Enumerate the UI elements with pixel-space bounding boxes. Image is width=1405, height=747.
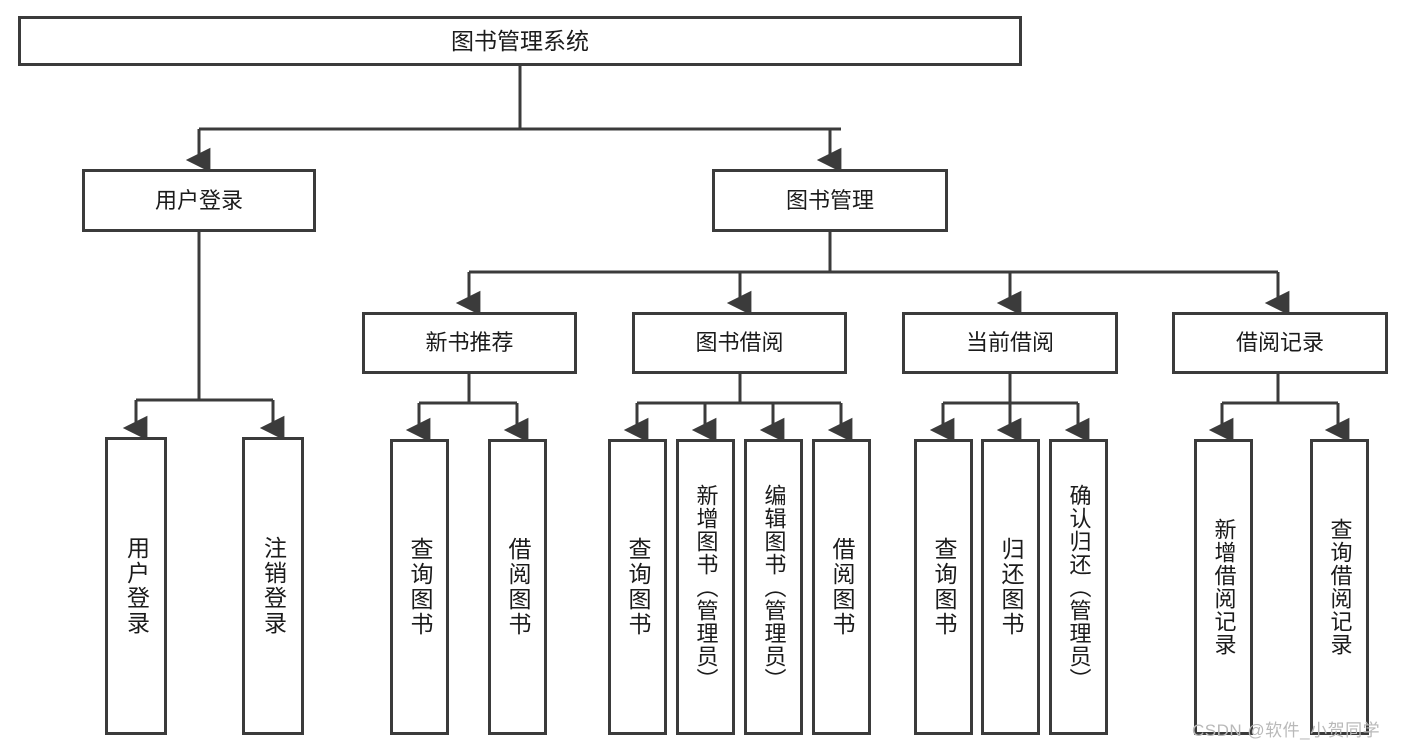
csdn-watermark: CSDN @软件_小贺同学	[1192, 721, 1381, 740]
node-label: 查询图书	[625, 537, 651, 637]
node-root-book-management-system[interactable]: 图书管理系统	[18, 16, 1022, 66]
leaf-add-book-admin[interactable]: 新增图书（管理员）	[676, 439, 735, 735]
node-label: 图书借阅	[695, 330, 784, 356]
leaf-confirm-return-admin[interactable]: 确认归还（管理员）	[1049, 439, 1108, 735]
node-label: 图书管理系统	[451, 27, 589, 54]
node-label: 查询借阅记录	[1327, 518, 1353, 656]
node-label: 当前借阅	[965, 330, 1054, 356]
node-user-login[interactable]: 用户登录	[82, 169, 316, 232]
node-current-borrow[interactable]: 当前借阅	[902, 312, 1118, 374]
node-borrow-record[interactable]: 借阅记录	[1172, 312, 1388, 374]
leaf-logout[interactable]: 注销登录	[242, 437, 304, 735]
leaf-query-book-borrow[interactable]: 查询图书	[608, 439, 667, 735]
node-label: 用户登录	[154, 187, 243, 213]
node-label: 新增图书（管理员）	[693, 483, 719, 691]
node-label: 注销登录	[260, 536, 287, 636]
node-label: 新书推荐	[425, 330, 514, 356]
leaf-edit-book-admin[interactable]: 编辑图书（管理员）	[744, 439, 803, 735]
leaf-borrow-book-recommend[interactable]: 借阅图书	[488, 439, 547, 735]
node-label: 归还图书	[998, 537, 1024, 637]
node-label: 借阅图书	[829, 537, 855, 637]
node-label: 查询图书	[931, 537, 957, 637]
node-book-borrow[interactable]: 图书借阅	[632, 312, 847, 374]
node-label: 借阅图书	[505, 537, 531, 637]
leaf-user-login[interactable]: 用户登录	[105, 437, 167, 735]
leaf-query-book-current[interactable]: 查询图书	[914, 439, 973, 735]
node-label: 用户登录	[123, 536, 150, 636]
node-label: 借阅记录	[1235, 330, 1324, 356]
leaf-return-book[interactable]: 归还图书	[981, 439, 1040, 735]
leaf-query-book-recommend[interactable]: 查询图书	[390, 439, 449, 735]
leaf-add-borrow-record[interactable]: 新增借阅记录	[1194, 439, 1253, 735]
leaf-borrow-book[interactable]: 借阅图书	[812, 439, 871, 735]
node-label: 新增借阅记录	[1211, 518, 1237, 656]
node-label: 查询图书	[407, 537, 433, 637]
node-label: 编辑图书（管理员）	[761, 483, 787, 691]
node-book-management[interactable]: 图书管理	[712, 169, 948, 232]
node-label: 图书管理	[785, 187, 874, 213]
node-new-book-recommend[interactable]: 新书推荐	[362, 312, 577, 374]
leaf-query-borrow-record[interactable]: 查询借阅记录	[1310, 439, 1369, 735]
node-label: 确认归还（管理员）	[1066, 483, 1092, 691]
